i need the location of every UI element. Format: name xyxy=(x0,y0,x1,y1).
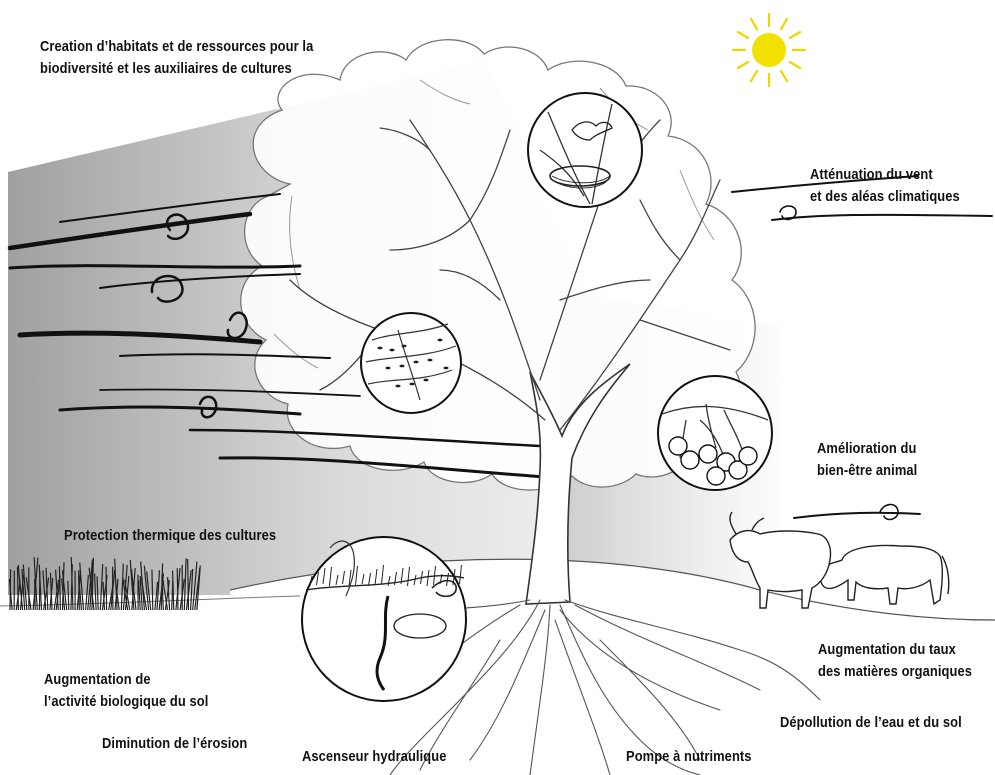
label-wind-line-1: Atténuation du vent xyxy=(810,164,960,186)
label-animal-line-1: Amélioration du xyxy=(817,438,917,460)
label-thermal: Protection thermique des cultures xyxy=(64,525,276,547)
label-animal: Amélioration du bien-être animal xyxy=(817,438,917,482)
label-habitats: Creation d’habitats et de ressources pou… xyxy=(40,36,313,80)
label-animal-line-2: bien-être animal xyxy=(817,460,917,482)
label-organic-line-1: Augmentation du taux xyxy=(818,639,972,661)
label-habitats-line-2: biodiversité et les auxiliaires de cultu… xyxy=(40,58,313,80)
label-organic: Augmentation du taux des matières organi… xyxy=(818,639,972,683)
cherries-icon xyxy=(658,376,772,490)
label-nutrients-line-1: Pompe à nutriments xyxy=(626,746,752,768)
bird-nest-icon xyxy=(528,93,642,207)
label-depollution-line-1: Dépollution de l’eau et du sol xyxy=(780,712,962,734)
label-soil-activity-line-2: l’activité biologique du sol xyxy=(44,691,208,713)
label-nutrients: Pompe à nutriments xyxy=(626,746,752,768)
label-wind-line-2: et des aléas climatiques xyxy=(810,186,960,208)
label-hydraulic-line-1: Ascenseur hydraulique xyxy=(302,746,446,768)
label-soil-activity-line-1: Augmentation de xyxy=(44,669,208,691)
label-organic-line-2: des matières organiques xyxy=(818,661,972,683)
label-erosion: Diminution de l’érosion xyxy=(102,733,247,755)
label-soil-activity: Augmentation de l’activité biologique du… xyxy=(44,669,208,713)
soil-life-icon xyxy=(302,537,466,701)
sun-icon xyxy=(733,14,805,86)
label-habitats-line-1: Creation d’habitats et de ressources pou… xyxy=(40,36,313,58)
label-hydraulic: Ascenseur hydraulique xyxy=(302,746,446,768)
label-thermal-line-1: Protection thermique des cultures xyxy=(64,525,276,547)
label-wind: Atténuation du vent et des aléas climati… xyxy=(810,164,960,208)
label-erosion-line-1: Diminution de l’érosion xyxy=(102,733,247,755)
label-depollution: Dépollution de l’eau et du sol xyxy=(780,712,962,734)
leaf-insects-icon xyxy=(361,313,461,413)
